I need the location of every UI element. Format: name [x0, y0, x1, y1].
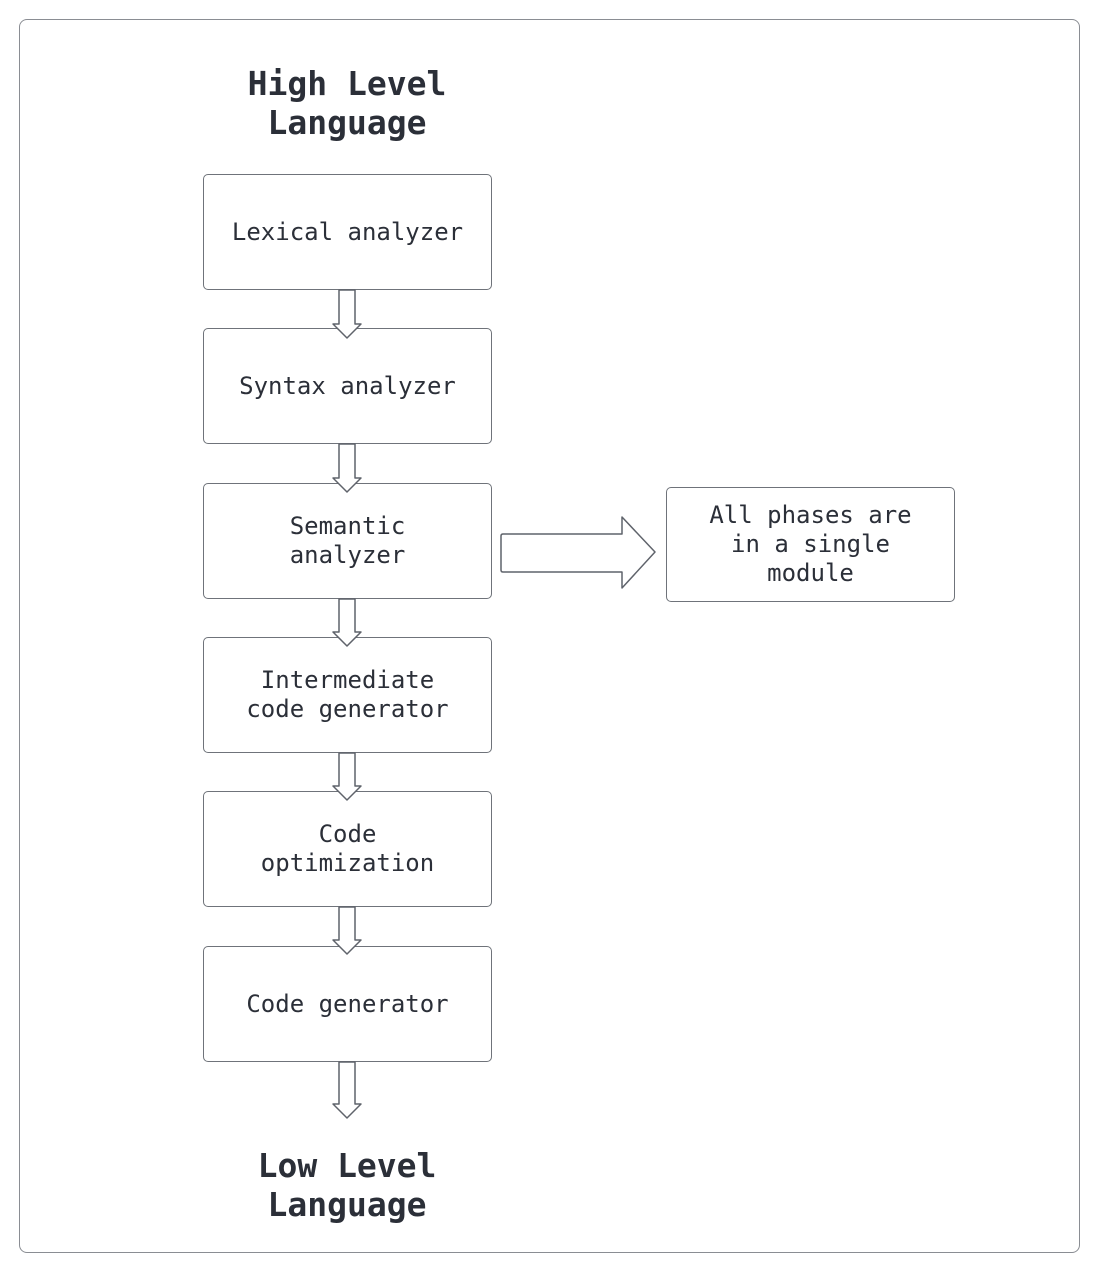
single-module-note-label: All phases are in a single module [709, 501, 912, 587]
high-level-language-heading: High Level Language [247, 64, 447, 142]
lexical-analyzer-label: Lexical analyzer [231, 217, 464, 246]
code-generator-label: Code generator [246, 989, 449, 1018]
diagram-frame [19, 19, 1080, 1253]
syntax-analyzer-box: Syntax analyzer [203, 328, 492, 444]
semantic-analyzer-box: Semantic analyzer [203, 483, 492, 599]
syntax-analyzer-label: Syntax analyzer [239, 371, 456, 400]
lexical-analyzer-box: Lexical analyzer [203, 174, 492, 290]
code-generator-box: Code generator [203, 946, 492, 1062]
low-level-language-heading: Low Level Language [257, 1146, 437, 1224]
intermediate-code-generator-box: Intermediate code generator [203, 637, 492, 753]
intermediate-code-generator-label: Intermediate code generator [246, 666, 449, 723]
code-optimization-label: Code optimization [260, 820, 435, 877]
single-module-note-box: All phases are in a single module [666, 487, 955, 602]
code-optimization-box: Code optimization [203, 791, 492, 907]
semantic-analyzer-label: Semantic analyzer [289, 512, 406, 569]
